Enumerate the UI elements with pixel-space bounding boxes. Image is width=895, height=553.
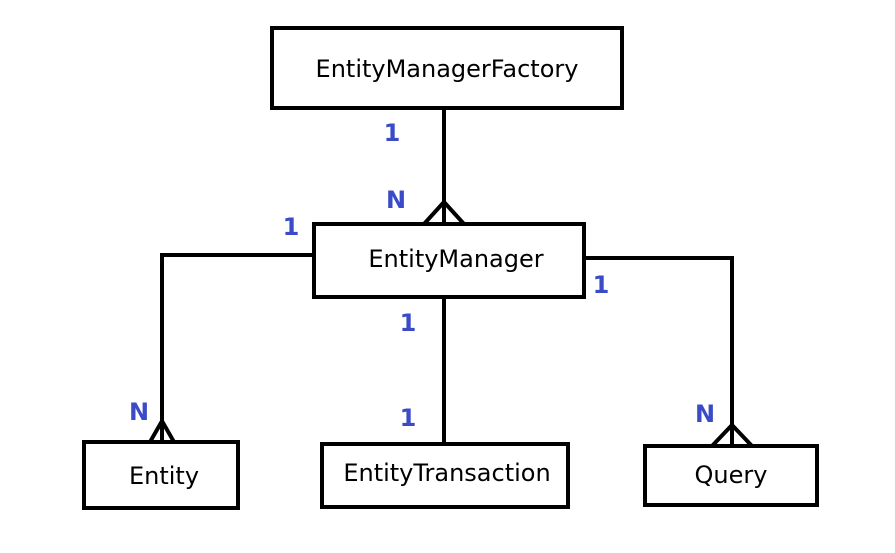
box-entity: Entity <box>82 440 240 510</box>
mult-transaction: 1 <box>400 404 417 432</box>
mult-manager-to-query: 1 <box>593 271 610 299</box>
box-label: EntityManager <box>368 245 543 273</box>
box-entity-manager-factory: EntityManagerFactory <box>270 26 624 110</box>
mult-factory-source: 1 <box>384 119 401 147</box>
crow-foot-entity <box>148 416 176 443</box>
mult-query: N <box>695 400 715 428</box>
box-label: Entity <box>129 462 199 490</box>
box-query: Query <box>643 444 819 507</box>
box-rect <box>270 26 624 110</box>
box-label: EntityTransaction <box>343 459 550 487</box>
mult-manager-to-entity: 1 <box>283 213 300 241</box>
edge-manager-query <box>582 256 734 448</box>
crow-foot-manager <box>422 199 466 226</box>
connectors <box>148 108 754 448</box>
mult-manager-to-transaction: 1 <box>400 309 417 337</box>
box-entity-manager: EntityManager <box>312 222 586 299</box>
edge-manager-entity <box>160 253 316 444</box>
multiplicity-labels: 1 N 1 N 1 1 1 N <box>129 119 715 432</box>
box-rect <box>82 440 240 510</box>
box-rect <box>312 222 586 299</box>
box-label: Query <box>695 461 768 489</box>
box-entity-transaction: EntityTransaction <box>320 442 570 509</box>
box-rect <box>320 442 570 509</box>
crow-foot-query <box>710 422 754 448</box>
box-label: EntityManagerFactory <box>316 55 579 83</box>
mult-entity: N <box>129 398 149 426</box>
mult-manager-from-factory: N <box>386 186 406 214</box>
box-rect <box>643 444 819 507</box>
